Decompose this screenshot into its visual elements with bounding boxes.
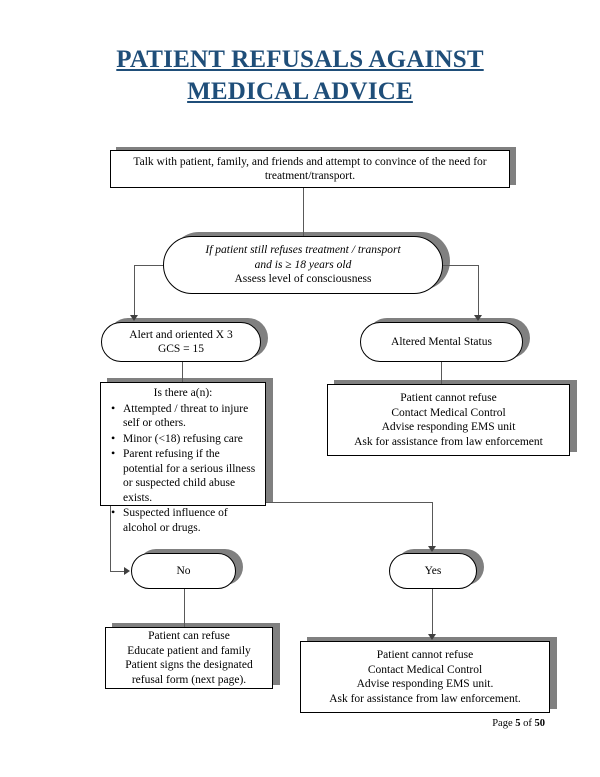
criteria-bullet-3: Parent refusing if the potential for a s… xyxy=(111,446,261,505)
refuse-decision-line-2: and is ≥ 18 years old xyxy=(254,258,352,271)
footer-of-label: of xyxy=(520,718,535,729)
alert-oriented-line-2: GCS = 15 xyxy=(157,343,205,355)
cannot-refuse-bottom-line-4: Ask for assistance from law enforcement. xyxy=(329,692,521,705)
footer-page-label: Page xyxy=(492,718,516,729)
node-criteria-checklist[interactable]: Is there a(n): Attempted / threat to inj… xyxy=(100,382,266,534)
node-no[interactable]: No xyxy=(131,553,236,589)
can-refuse-line-1: Patient can refuse xyxy=(148,630,230,642)
node-cannot-refuse-top[interactable]: Patient cannot refuse Contact Medical Co… xyxy=(327,384,570,456)
connector-yes-to-cannot-refuse-v xyxy=(432,589,433,635)
connector-no-to-can-refuse xyxy=(184,589,185,627)
arrow-criteria-to-yes xyxy=(428,546,436,552)
footer-page-number: 5 xyxy=(515,718,521,729)
connector-decision-left-h xyxy=(134,265,164,266)
refuse-decision-line-1: If patient still refuses treatment / tra… xyxy=(205,244,401,257)
connector-decision-left-v xyxy=(134,265,135,316)
arrow-yes-to-cannot-refuse xyxy=(428,634,436,640)
cannot-refuse-bottom-line-1: Patient cannot refuse xyxy=(376,649,474,661)
page-footer: Page 5 of 50 xyxy=(0,718,545,729)
connector-criteria-to-yes-h xyxy=(266,502,433,503)
criteria-bullet-4: Suspected influence of alcohol or drugs. xyxy=(111,505,261,535)
criteria-heading: Is there a(n): xyxy=(153,387,213,399)
criteria-bullet-1: Attempted / threat to injure self or oth… xyxy=(111,401,261,431)
node-alert-and-oriented[interactable]: Alert and oriented X 3 GCS = 15 xyxy=(101,322,261,362)
cannot-refuse-top-line-1: Patient cannot refuse xyxy=(400,392,497,404)
altered-mental-status-label: Altered Mental Status xyxy=(391,335,492,348)
cannot-refuse-bottom-line-2: Contact Medical Control xyxy=(367,663,483,676)
connector-criteria-to-no-v xyxy=(110,506,111,571)
connector-criteria-to-yes-v xyxy=(432,502,433,547)
cannot-refuse-top-line-2: Contact Medical Control xyxy=(391,406,506,419)
node-cannot-refuse-bottom[interactable]: Patient cannot refuse Contact Medical Co… xyxy=(300,641,550,713)
node-patient-can-refuse[interactable]: Patient can refuse Educate patient and f… xyxy=(105,627,273,689)
refuse-decision-line-3: Assess level of consciousness xyxy=(234,273,372,286)
talk-line-2: treatment/transport. xyxy=(264,170,356,182)
can-refuse-line-2: Educate patient and family xyxy=(127,644,251,657)
connector-decision-right-v xyxy=(478,265,479,316)
node-yes[interactable]: Yes xyxy=(389,553,477,589)
cannot-refuse-top-line-4: Ask for assistance from law enforcement xyxy=(354,435,543,448)
can-refuse-line-4: refusal form (next page). xyxy=(131,673,247,686)
node-talk-with-patient[interactable]: Talk with patient, family, and friends a… xyxy=(110,150,510,188)
footer-total-pages: 50 xyxy=(534,718,546,729)
cannot-refuse-bottom-line-3: Advise responding EMS unit. xyxy=(356,678,494,690)
criteria-bullet-2: Minor (<18) refusing care xyxy=(111,431,261,447)
arrow-decision-to-ams xyxy=(474,315,482,321)
arrow-decision-to-alert xyxy=(130,315,138,321)
node-altered-mental-status[interactable]: Altered Mental Status xyxy=(360,322,523,362)
criteria-bullet-list: Attempted / threat to injure self or oth… xyxy=(105,401,261,536)
connector-alert-to-criteria xyxy=(182,362,183,382)
talk-line-1: Talk with patient, family, and friends a… xyxy=(133,155,487,168)
connector-ams-to-cannot-refuse xyxy=(441,362,442,384)
connector-talk-to-decision xyxy=(303,188,304,236)
can-refuse-line-3: Patient signs the designated xyxy=(125,659,253,671)
connector-decision-right-h xyxy=(443,265,479,266)
alert-oriented-line-1: Alert and oriented X 3 xyxy=(129,328,233,341)
no-label: No xyxy=(176,564,191,577)
node-refuse-decision[interactable]: If patient still refuses treatment / tra… xyxy=(163,236,443,294)
yes-label: Yes xyxy=(424,564,442,577)
connector-criteria-to-no-h xyxy=(110,571,125,572)
page-title: PATIENT REFUSALS AGAINST MEDICAL ADVICE xyxy=(116,46,484,105)
cannot-refuse-top-line-3: Advise responding EMS unit xyxy=(381,421,516,433)
arrow-criteria-to-no xyxy=(124,567,130,575)
